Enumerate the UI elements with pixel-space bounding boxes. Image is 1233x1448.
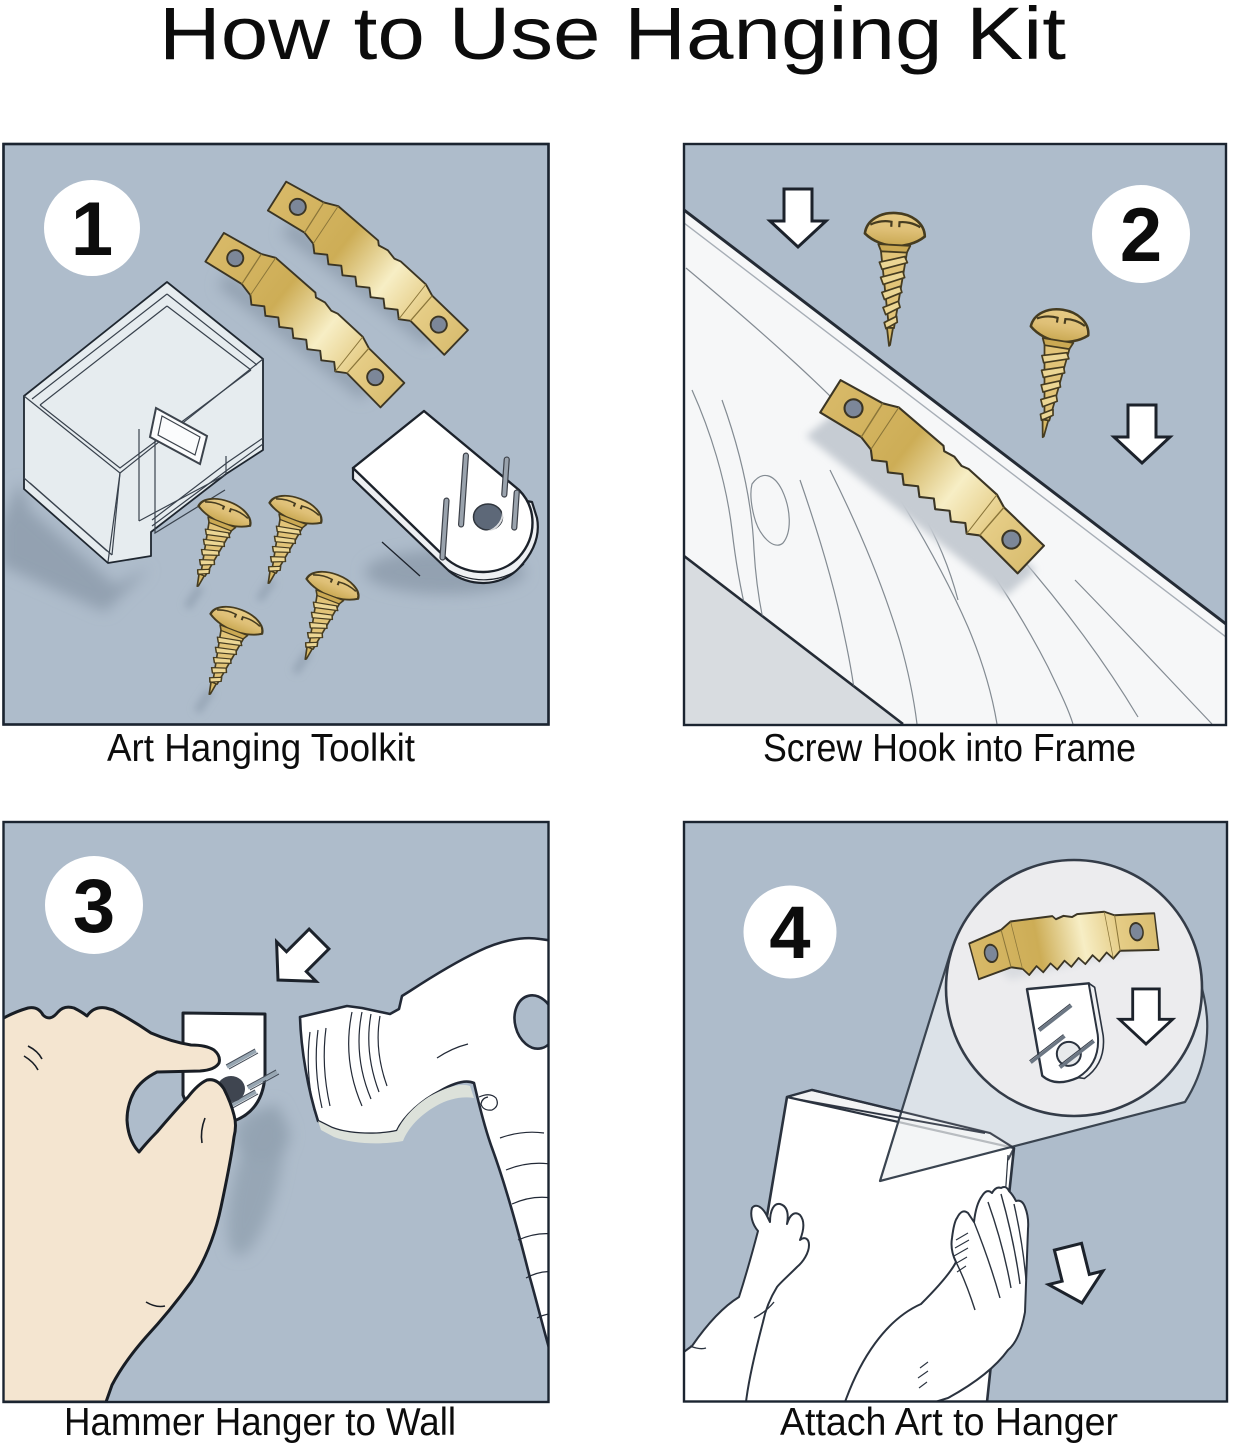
svg-text:2: 2 [1120, 193, 1162, 278]
svg-text:How to Use Hanging Kit: How to Use Hanging Kit [159, 0, 1066, 75]
svg-text:4: 4 [769, 891, 810, 974]
svg-text:Art Hanging Toolkit: Art Hanging Toolkit [107, 727, 415, 770]
svg-text:1: 1 [71, 187, 113, 272]
svg-text:Hammer Hanger to Wall: Hammer Hanger to Wall [64, 1401, 456, 1444]
svg-text:Attach Art to Hanger: Attach Art to Hanger [780, 1401, 1118, 1444]
svg-text:3: 3 [73, 864, 115, 949]
svg-text:Screw Hook into Frame: Screw Hook into Frame [763, 727, 1136, 770]
